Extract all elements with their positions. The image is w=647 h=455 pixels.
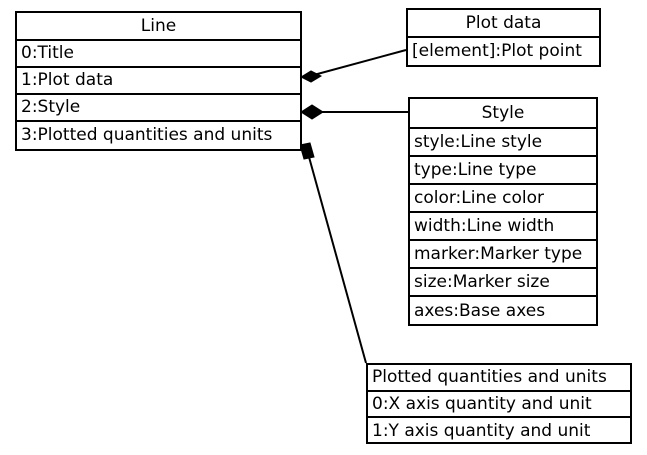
class-attribute-row: axes:Base axes [414,300,546,321]
class-attribute-row: 1:Y axis quantity and unit [372,420,591,441]
composition-diamond-style [300,104,324,120]
relation-line-to-plot-data [299,49,407,83]
class-attribute-row: width:Line width [410,213,596,241]
class-attribute-row: 0:X axis quantity and unit [368,392,630,418]
class-attribute-row: [element]:Plot point [412,41,582,61]
class-title-plot-data: Plot data [408,10,599,38]
connector-line-plot-data [309,49,407,77]
class-attribute-row: color:Line color [410,185,596,213]
connector-line-plotted-quantities [308,156,367,364]
class-attribute-row: 0:Title [17,41,300,68]
composition-diamond-plotted-quantities [299,142,315,160]
class-box-line[interactable]: Line 0:Title 1:Plot data 2:Style 3:Plott… [15,11,302,151]
composition-diamond-plot-data [299,70,323,83]
class-title-style: Style [410,99,596,129]
class-title-plotted-quantities-and-units: Plotted quantities and units [368,365,630,392]
class-attribute-row: 2:Style [17,95,300,122]
class-title-line: Line [17,13,300,41]
class-box-plotted-quantities-and-units[interactable]: Plotted quantities and units 0:X axis qu… [366,363,632,444]
class-attribute-row: style:Line style [410,129,596,157]
relation-line-to-style [300,104,408,120]
relation-line-to-plotted-quantities [299,142,367,364]
class-attribute-row: size:Marker size [410,269,596,297]
class-attribute-row: marker:Marker type [410,241,596,269]
class-box-style[interactable]: Style style:Line style type:Line type co… [408,97,598,326]
class-attribute-row: 1:Plot data [17,68,300,95]
class-box-plot-data[interactable]: Plot data [element]:Plot point [406,8,601,67]
class-attribute-row: type:Line type [410,157,596,185]
class-attribute-row: 3:Plotted quantities and units [21,125,273,145]
